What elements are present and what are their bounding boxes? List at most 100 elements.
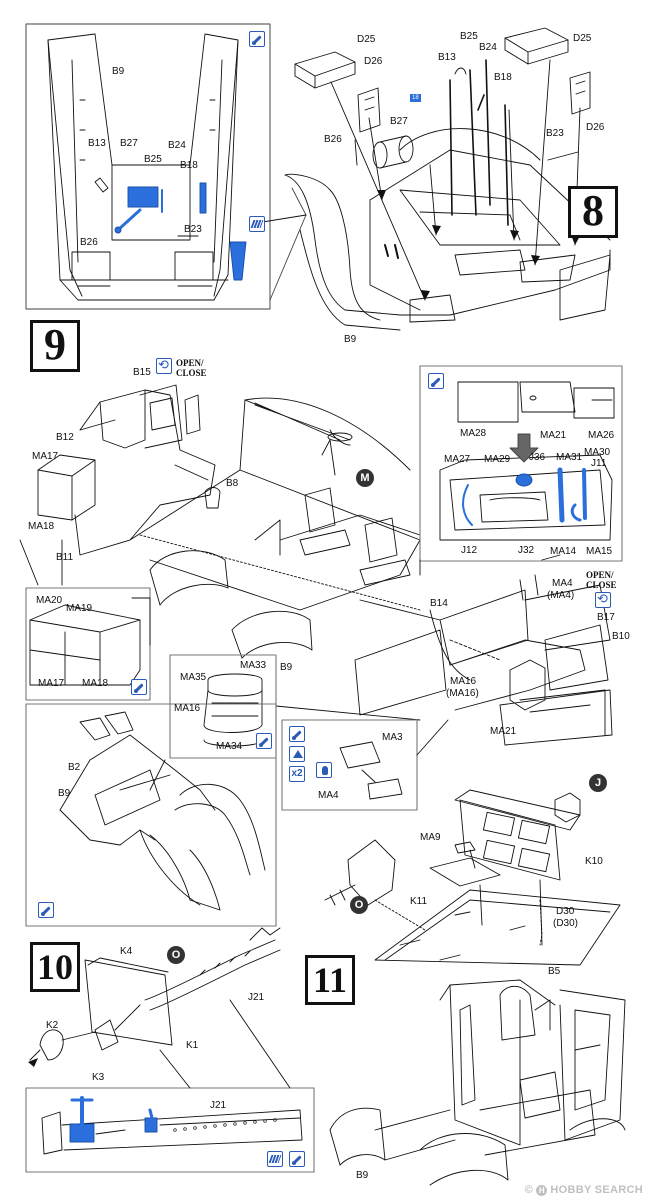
step11-main <box>324 789 626 1186</box>
part-label: K11 <box>410 896 428 907</box>
brush-icon <box>428 373 444 389</box>
part-label: K1 <box>186 1040 199 1051</box>
part-label: B23 <box>546 128 564 139</box>
part-label: MA16 <box>174 703 201 714</box>
part-label: (MA4) <box>547 590 575 601</box>
step10-main <box>29 927 281 1061</box>
part-label: MA20 <box>36 595 63 606</box>
pe-parts-icon <box>249 216 265 232</box>
open-close-note-2: OPEN/ CLOSE <box>586 570 617 590</box>
part-label: J36 <box>529 452 546 463</box>
watermark-logo-icon: H <box>536 1185 548 1196</box>
part-label: MA4 <box>318 790 339 801</box>
part-label: B18 <box>180 160 198 171</box>
part-label: MA9 <box>420 832 441 843</box>
part-label: MA16 <box>450 676 477 687</box>
part-label: MA31 <box>556 452 583 463</box>
subassembly-badge-m: M <box>356 469 374 487</box>
part-label: J11 <box>591 458 607 469</box>
part-label: B18 <box>494 72 512 83</box>
step-number-11: 11 <box>305 955 355 1005</box>
part-label: B2 <box>68 762 81 773</box>
part-label: B25 <box>144 154 162 165</box>
part-label: MA3 <box>382 732 403 743</box>
part-label: MA21 <box>490 726 517 737</box>
subassembly-badge-j: J <box>589 774 607 792</box>
step9-inset-ammo <box>419 365 623 562</box>
step8-main <box>284 27 611 331</box>
part-label: B5 <box>548 966 561 977</box>
step-number-9: 9 <box>30 320 80 372</box>
glue-icon <box>316 762 332 778</box>
part-label: J32 <box>518 545 535 556</box>
part-label: B24 <box>168 140 186 151</box>
part-label: MA30 <box>584 447 611 458</box>
part-label: D25 <box>573 33 592 44</box>
step9-inset-ma18 <box>25 587 151 701</box>
part-label: B26 <box>80 237 98 248</box>
part-label: B25 <box>460 31 478 42</box>
brush-icon <box>256 733 272 749</box>
part-label: MA28 <box>460 428 487 439</box>
brush-icon <box>289 1151 305 1167</box>
part-label: MA17 <box>38 678 65 689</box>
brush-icon <box>289 726 305 742</box>
open-close-note: OPEN/ CLOSE <box>176 358 207 378</box>
part-label: B24 <box>479 42 497 53</box>
part-label: MA14 <box>550 546 577 557</box>
part-label: B9 <box>280 662 293 673</box>
part-label: MA33 <box>240 660 267 671</box>
part-label: K10 <box>585 856 603 867</box>
part-label: D30 <box>556 906 575 917</box>
part-label: B11 <box>56 552 74 563</box>
step9-right-parts <box>354 554 613 746</box>
part-label: B27 <box>390 116 408 127</box>
part-label: B15 <box>133 367 151 378</box>
part-label: MA35 <box>180 672 207 683</box>
part-label: B9 <box>58 788 71 799</box>
part-label: B12 <box>56 432 74 443</box>
part-label: J12 <box>461 545 478 556</box>
up-icon <box>289 746 305 762</box>
subassembly-badge-o: O <box>350 896 368 914</box>
brush-icon <box>38 902 54 918</box>
brush-icon <box>131 679 147 695</box>
part-label: K3 <box>92 1072 105 1083</box>
brush-icon <box>249 31 265 47</box>
open-close-line1: OPEN/ <box>176 358 204 368</box>
part-label: MA18 <box>28 521 55 532</box>
part-label: (MA16) <box>446 688 479 699</box>
part-label: K4 <box>120 946 133 957</box>
open-close-line2: CLOSE <box>176 368 207 378</box>
open-close-line1: OPEN/ <box>586 570 614 580</box>
step-number-10: 10 <box>30 942 80 992</box>
part-label: (D30) <box>553 918 579 929</box>
part-label: B27 <box>120 138 138 149</box>
part-label: MA29 <box>484 454 511 465</box>
part-label: MA15 <box>586 546 613 557</box>
step9-inset-b9 <box>25 703 277 927</box>
part-label: B23 <box>184 224 202 235</box>
part-label: K2 <box>46 1020 59 1031</box>
step8-inset <box>25 23 271 310</box>
step10-inset-j21 <box>25 1087 315 1173</box>
part-label: B13 <box>438 52 456 63</box>
flip-icon <box>595 591 611 608</box>
part-label: B13 <box>88 138 106 149</box>
part-label: MA27 <box>444 454 471 465</box>
part-ref-badge: 18 <box>410 94 421 102</box>
part-label: MA4 <box>552 578 573 589</box>
part-label: B9 <box>356 1170 369 1181</box>
part-label: MA21 <box>540 430 567 441</box>
step-number-8: 8 <box>568 186 618 238</box>
step9-main <box>37 384 421 659</box>
part-label: B17 <box>597 612 615 623</box>
part-label: B9 <box>344 334 357 345</box>
part-label: B9 <box>112 66 125 77</box>
pe-parts-icon <box>267 1151 283 1167</box>
part-label: B14 <box>430 598 448 609</box>
part-label: B10 <box>612 631 630 642</box>
watermark-copyright: © <box>524 1184 533 1196</box>
